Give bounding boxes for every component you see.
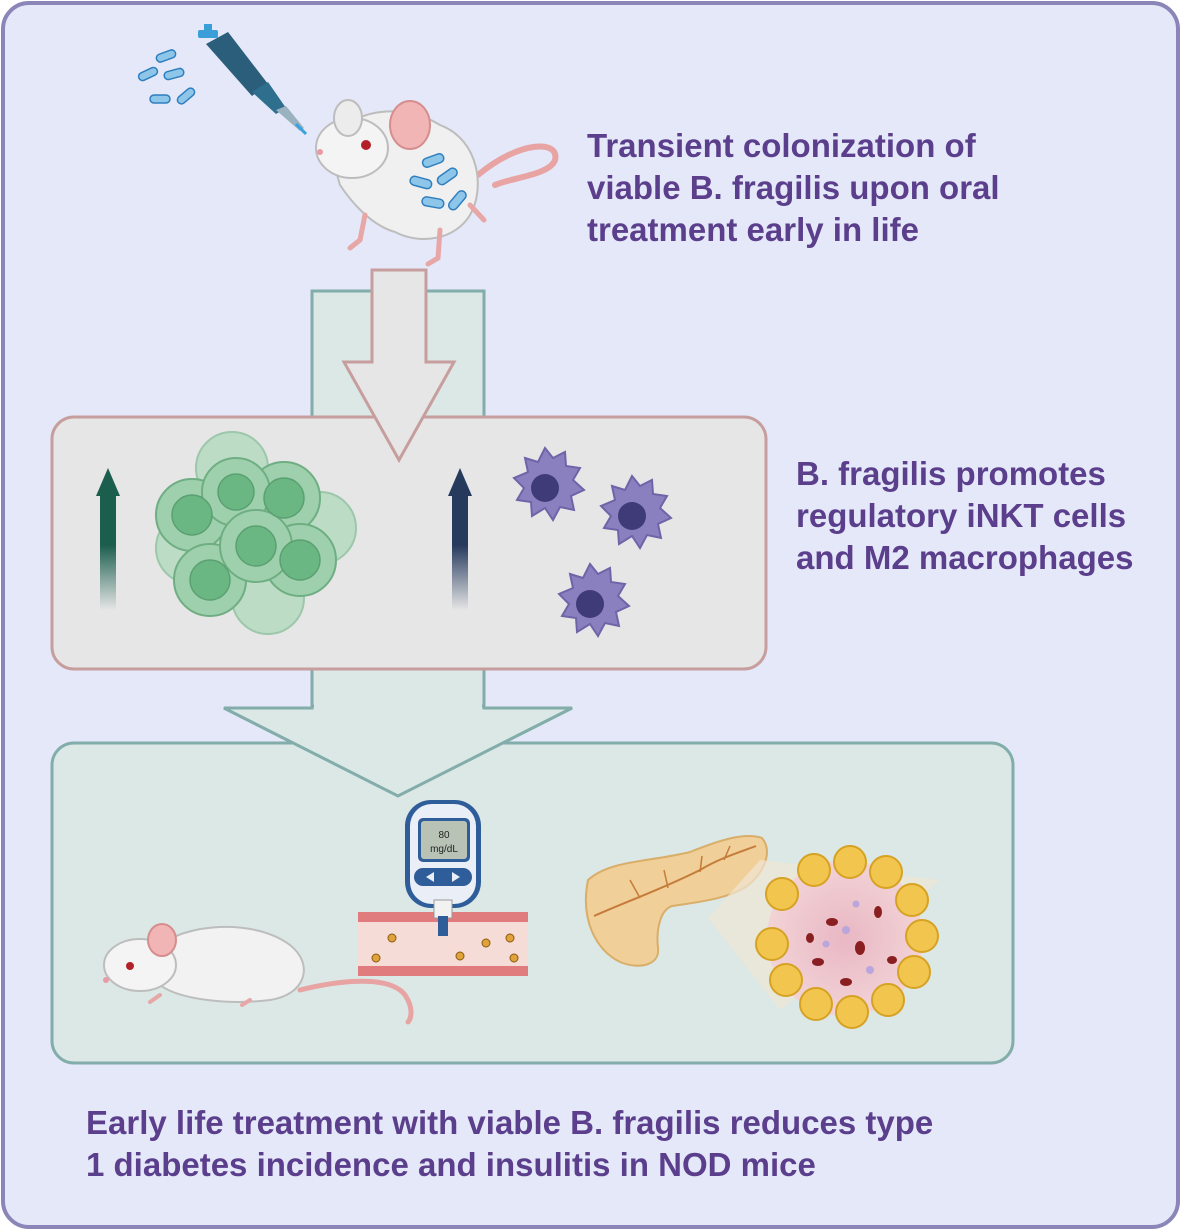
- caption-line: Transient colonization of: [587, 127, 976, 164]
- up-arrow-inkt: [96, 468, 120, 610]
- pancreas-icon: [584, 834, 768, 967]
- caption-line: regulatory iNKT cells: [796, 497, 1127, 535]
- mouse-icon: [103, 923, 414, 1025]
- caption-line: treatment early in life: [587, 211, 919, 249]
- colonization-caption: Transient colonization of viable B. frag…: [587, 125, 1057, 252]
- pipette-icon: [198, 24, 308, 136]
- glucometer-icon: 80 mg/dL: [405, 800, 481, 936]
- up-arrow-macrophage: [448, 468, 472, 610]
- arrow-shaft-fill: [314, 690, 482, 710]
- caption-line: and M2 macrophages: [796, 539, 1134, 577]
- inkt-cells-icon: [155, 431, 357, 635]
- bacteria-icon: [137, 49, 196, 105]
- islet-icon: [755, 845, 939, 1029]
- caption-line: B. fragilis promotes: [796, 455, 1106, 492]
- caption-line: 1 diabetes incidence and insulitis in NO…: [86, 1146, 816, 1184]
- immune-caption: B. fragilis promotes regulatory iNKT cel…: [796, 453, 1176, 580]
- conclusion-caption: Early life treatment with viable B. frag…: [86, 1102, 1086, 1186]
- macrophage-icon: [512, 446, 673, 638]
- arrow-down-icon: [341, 268, 457, 464]
- mouse-icon: [315, 99, 559, 267]
- caption-line: viable B. fragilis upon oral: [587, 169, 1000, 207]
- caption-line: Early life treatment with viable B. frag…: [86, 1104, 934, 1141]
- glucometer-value: 80: [438, 830, 450, 841]
- arrow-down-icon: [223, 704, 573, 798]
- glucometer-unit: mg/dL: [430, 844, 458, 855]
